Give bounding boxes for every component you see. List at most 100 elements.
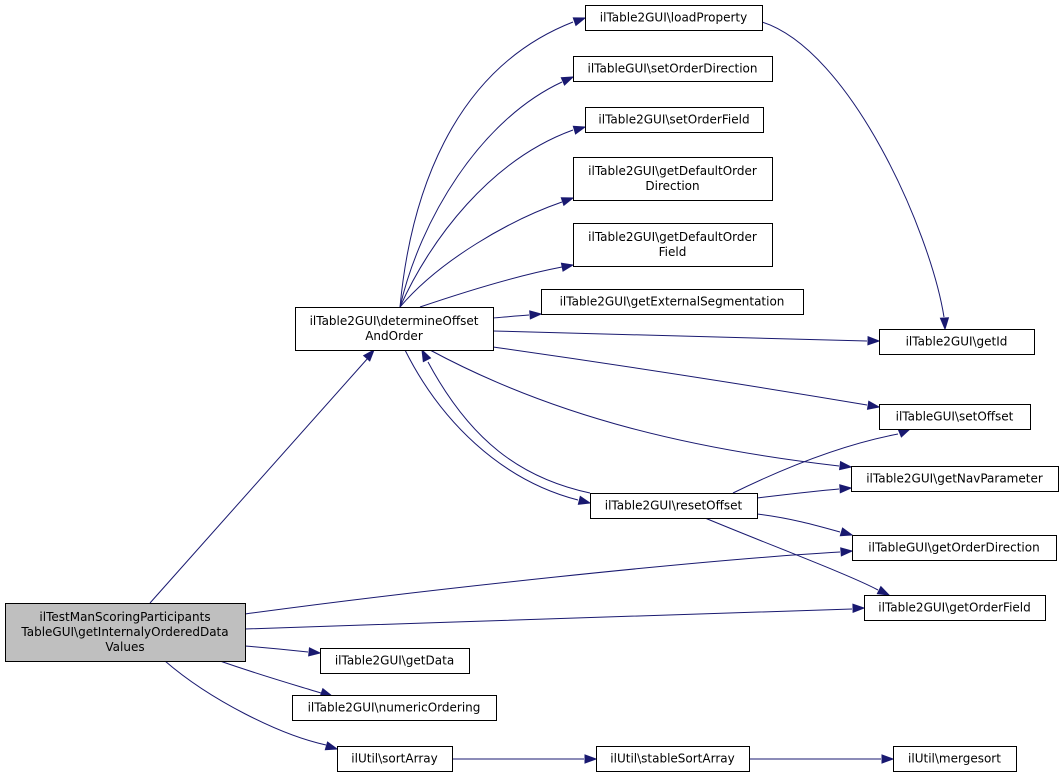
node-setOrderField[interactable]: ilTable2GUI\setOrderField bbox=[585, 107, 764, 133]
node-box bbox=[541, 289, 804, 315]
node-stableSortArray[interactable]: ilUtil\stableSortArray bbox=[596, 746, 750, 772]
node-label: AndOrder bbox=[365, 329, 423, 343]
arrowhead-icon bbox=[852, 603, 866, 613]
arrowhead-icon bbox=[572, 17, 587, 27]
edge-determine-to-loadProperty bbox=[399, 17, 587, 308]
arrowhead-icon bbox=[308, 647, 322, 657]
node-label: ilTableGUI\getOrderDirection bbox=[868, 541, 1039, 555]
arrowhead-icon bbox=[939, 317, 950, 331]
arrowhead-icon bbox=[839, 460, 853, 471]
node-label: ilTable2GUI\loadProperty bbox=[600, 11, 747, 25]
node-root[interactable]: ilTestManScoringParticipantsTableGUI\get… bbox=[5, 603, 246, 662]
node-label: ilTableGUI\setOrderDirection bbox=[587, 62, 757, 76]
node-box bbox=[585, 107, 764, 133]
arrowhead-icon bbox=[421, 348, 432, 363]
edge-determine-to-setOffset bbox=[492, 346, 881, 410]
node-box bbox=[864, 595, 1046, 621]
node-box bbox=[585, 5, 763, 31]
node-box bbox=[573, 56, 773, 82]
edge-line bbox=[399, 81, 563, 308]
edge-determine-to-getDefaultOrderDirection bbox=[399, 197, 575, 308]
node-box bbox=[852, 535, 1057, 561]
node-getOrderDirection[interactable]: ilTableGUI\getOrderDirection bbox=[852, 535, 1057, 561]
edge-line bbox=[399, 21, 574, 308]
arrowhead-icon bbox=[362, 348, 375, 362]
node-box bbox=[337, 746, 453, 772]
arrowhead-icon bbox=[324, 741, 339, 751]
arrowhead-icon bbox=[881, 754, 895, 764]
edge-line bbox=[404, 349, 579, 501]
arrowhead-icon bbox=[560, 76, 575, 86]
edge-line bbox=[399, 201, 563, 308]
node-getNavParameter[interactable]: ilTable2GUI\getNavParameter bbox=[851, 466, 1059, 492]
node-box bbox=[590, 493, 758, 519]
node-label: ilTable2GUI\getDefaultOrder bbox=[588, 230, 757, 244]
node-box bbox=[5, 603, 246, 662]
arrowhead-icon bbox=[584, 754, 598, 764]
node-box bbox=[573, 157, 773, 201]
node-box bbox=[292, 695, 497, 721]
node-getOrderField[interactable]: ilTable2GUI\getOrderField bbox=[864, 595, 1046, 621]
node-label: ilUtil\mergesort bbox=[908, 752, 1001, 766]
edge-resetOffset-to-determine bbox=[421, 348, 591, 494]
node-label: ilTable2GUI\getId bbox=[906, 335, 1008, 349]
node-setOffset[interactable]: ilTableGUI\setOffset bbox=[879, 404, 1031, 430]
arrowhead-icon bbox=[577, 495, 592, 505]
node-label: ilTable2GUI\getData bbox=[335, 654, 454, 668]
node-label: ilUtil\stableSortArray bbox=[610, 752, 734, 766]
arrowhead-icon bbox=[572, 125, 587, 135]
node-sortArray[interactable]: ilUtil\sortArray bbox=[337, 746, 453, 772]
edge-root-to-getOrderDirection bbox=[244, 547, 854, 615]
edge-line bbox=[149, 357, 369, 604]
node-label: ilTable2GUI\getDefaultOrder bbox=[588, 164, 757, 178]
node-numericOrdering[interactable]: ilTable2GUI\numericOrdering bbox=[292, 695, 497, 721]
edge-determine-to-getNavParameter bbox=[429, 349, 853, 471]
node-resetOffset[interactable]: ilTable2GUI\resetOffset bbox=[590, 493, 758, 519]
edge-root-to-determine bbox=[149, 348, 375, 604]
edge-line bbox=[756, 513, 841, 533]
node-box bbox=[573, 223, 773, 267]
node-label: TableGUI\getInternalyOrderedData bbox=[20, 625, 228, 639]
arrowhead-icon bbox=[840, 547, 854, 557]
node-label: ilTable2GUI\getExternalSegmentation bbox=[560, 295, 785, 309]
edge-line bbox=[756, 488, 840, 499]
node-getData[interactable]: ilTable2GUI\getData bbox=[320, 648, 470, 674]
node-getExternalSegmentation[interactable]: ilTable2GUI\getExternalSegmentation bbox=[541, 289, 804, 315]
node-label: ilUtil\sortArray bbox=[351, 752, 437, 766]
edge-loadProperty-to-getId bbox=[761, 21, 950, 331]
edge-sortArray-to-stableSortArray bbox=[452, 754, 598, 764]
node-label: ilTable2GUI\getNavParameter bbox=[866, 472, 1043, 486]
node-box bbox=[879, 404, 1031, 430]
arrowhead-icon bbox=[839, 527, 854, 537]
edge-line bbox=[732, 433, 899, 494]
edge-line bbox=[164, 660, 327, 746]
node-setOrderDirection[interactable]: ilTableGUI\setOrderDirection bbox=[573, 56, 773, 82]
node-loadProperty[interactable]: ilTable2GUI\loadProperty bbox=[585, 5, 763, 31]
edge-line bbox=[761, 21, 945, 318]
node-box bbox=[596, 746, 750, 772]
node-box bbox=[893, 746, 1017, 772]
node-getId[interactable]: ilTable2GUI\getId bbox=[879, 329, 1035, 355]
arrowhead-icon bbox=[560, 262, 575, 272]
edge-determine-to-resetOffset bbox=[404, 349, 592, 505]
node-label: ilTestManScoringParticipants bbox=[39, 610, 210, 624]
arrowhead-icon bbox=[560, 197, 575, 207]
node-label: Field bbox=[659, 245, 687, 259]
edge-line bbox=[492, 314, 530, 319]
node-label: ilTable2GUI\getOrderField bbox=[878, 601, 1031, 615]
node-mergesort[interactable]: ilUtil\mergesort bbox=[893, 746, 1017, 772]
node-box bbox=[851, 466, 1059, 492]
edge-line bbox=[244, 645, 309, 653]
edge-root-to-getData bbox=[244, 645, 322, 657]
edge-resetOffset-to-getOrderField bbox=[704, 517, 891, 596]
node-label: Direction bbox=[645, 179, 699, 193]
edge-line bbox=[492, 330, 868, 342]
edge-line bbox=[244, 551, 841, 615]
edge-line bbox=[219, 660, 322, 694]
edge-line bbox=[429, 349, 840, 467]
edge-determine-to-getExternalSegmentation bbox=[492, 310, 543, 320]
